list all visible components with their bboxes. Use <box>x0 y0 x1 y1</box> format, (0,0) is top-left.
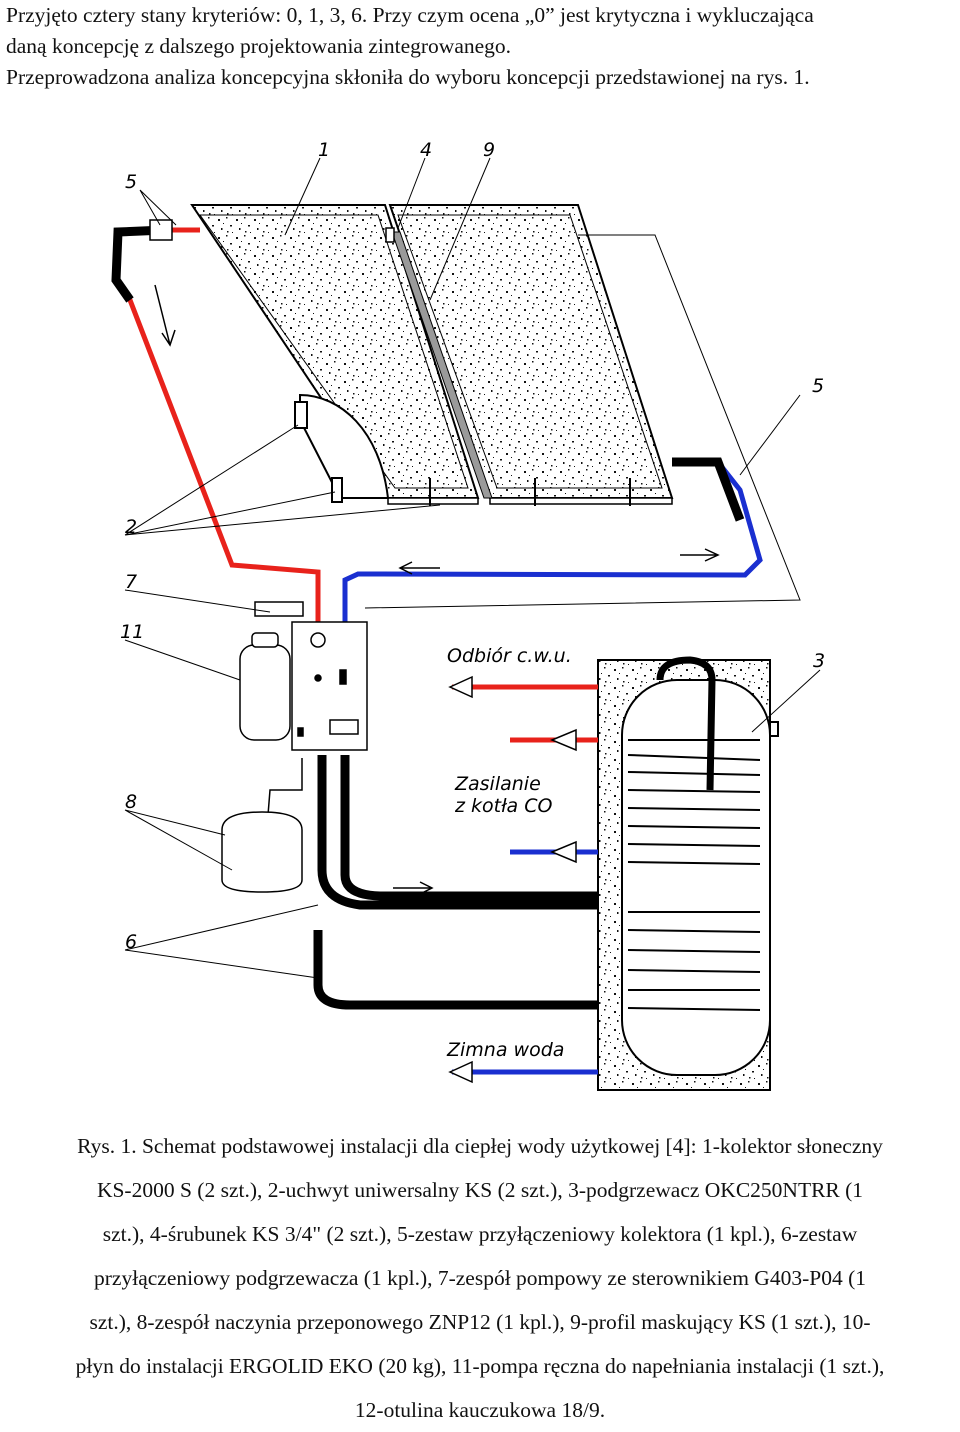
caption-line-6: płyn do instalacji ERGOLID EKO (20 kg), … <box>75 1354 885 1378</box>
caption-line-5: szt.), 8-zespół naczynia przeponowego ZN… <box>89 1310 871 1334</box>
label-4: 4 <box>420 139 432 161</box>
solar-installation-diagram: 1 4 9 5 5 2 7 11 8 6 3 Odbiór c.w.u. Zas… <box>111 139 825 1091</box>
label-8: 8 <box>125 791 137 813</box>
water-heater <box>597 656 779 1091</box>
figure-caption: Rys. 1. Schemat podstawowej instalacji d… <box>0 1124 960 1432</box>
caption-line-2: KS-2000 S (2 szt.), 2-uchwyt uniwersalny… <box>96 1178 864 1202</box>
label-5-top: 5 <box>125 171 137 193</box>
heater-connection-kit <box>313 755 598 1010</box>
intro-line-3: Przeprowadzona analiza koncepcyjna skłon… <box>6 65 810 89</box>
hand-pump <box>239 632 291 741</box>
cold-water-label: Zimna woda <box>446 1039 564 1061</box>
leader-lines <box>124 157 821 979</box>
pipe-end-caps <box>448 675 577 1084</box>
intro-line-1: Przyjęto cztery stany kryteriów: 0, 1, 3… <box>6 3 814 27</box>
universal-mount <box>294 393 631 506</box>
intro-text: Przyjęto cztery stany kryteriów: 0, 1, 3… <box>6 0 956 93</box>
hot-pipe-insulation <box>111 225 166 303</box>
screw-fitting <box>385 227 395 243</box>
masking-profile <box>391 231 493 499</box>
caption-line-3: szt.), 4-śrubunek KS 3/4" (2 szt.), 5-ze… <box>102 1222 858 1246</box>
label-3: 3 <box>813 650 825 672</box>
label-9: 9 <box>483 139 495 161</box>
label-6: 6 <box>125 931 137 953</box>
collector-connection-kit-top <box>149 219 173 241</box>
label-11: 11 <box>120 621 144 643</box>
boiler-supply-label-2: z kotła CO <box>454 795 552 817</box>
expansion-vessel <box>221 758 303 893</box>
caption-line-7: 12-otulina kauczukowa 18/9. <box>354 1398 606 1422</box>
boiler-supply-label-1: Zasilanie <box>454 773 541 795</box>
intro-line-2: daną koncepcję z dalszego projektowania … <box>6 34 512 58</box>
hot-water-outlet-label: Odbiór c.w.u. <box>447 645 572 667</box>
sensor-cable <box>364 234 801 609</box>
label-7: 7 <box>125 571 137 593</box>
pump-controller <box>254 601 368 751</box>
cold-pipe-insulation <box>672 457 745 522</box>
caption-line-4: przyłączeniowy podgrzewacza (1 kpl.), 7-… <box>94 1266 866 1290</box>
label-1: 1 <box>318 139 330 161</box>
label-5-right: 5 <box>812 375 824 397</box>
flow-arrows <box>154 284 720 895</box>
label-2: 2 <box>125 516 137 538</box>
caption-line-1: Rys. 1. Schemat podstawowej instalacji d… <box>77 1134 883 1158</box>
cold-pipe <box>342 460 763 625</box>
